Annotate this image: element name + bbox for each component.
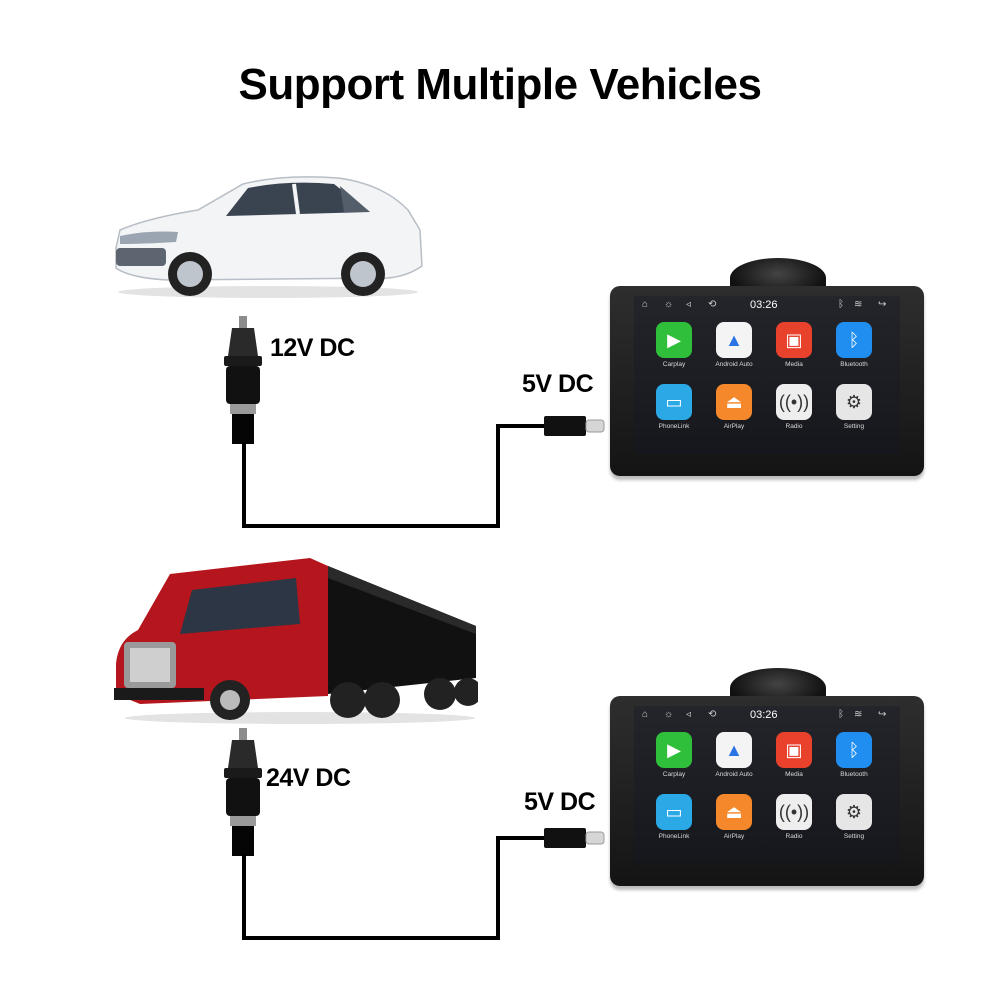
brightness-icon[interactable]: ☼ <box>664 299 674 310</box>
input-voltage-label-24v: 24V DC <box>266 764 351 792</box>
bluetooth-icon: ᛒ <box>836 322 872 358</box>
app-setting[interactable]: ⚙ Setting <box>834 794 874 840</box>
app-label: Android Auto <box>715 771 753 778</box>
app-android-auto[interactable]: ▲ Android Auto <box>714 732 754 778</box>
back-icon[interactable]: ↪ <box>878 299 887 310</box>
wifi-icon: ≋ <box>854 299 863 310</box>
clock: 03:26 <box>750 299 778 311</box>
usb-c-plug <box>544 828 605 848</box>
carplay-icon: ▶ <box>656 732 692 768</box>
phonelink-icon: ▭ <box>656 384 692 420</box>
media-icon: ▣ <box>776 322 812 358</box>
cigarette-plug-24v <box>224 728 262 856</box>
app-label: Android Auto <box>715 361 753 368</box>
status-bar: ⌂ ☼ ◃ ⟲ 03:26 ᛒ ≋ ↪ <box>634 296 900 314</box>
cigarette-plug-12v <box>224 316 262 444</box>
monitor-frame: ⌂ ☼ ◃ ⟲ 03:26 ᛒ ≋ ↪ ▶ Carplay ▲ Android … <box>610 696 924 886</box>
app-label: AirPlay <box>723 423 745 430</box>
truck-image <box>114 558 478 724</box>
app-label: Carplay <box>662 771 686 778</box>
home-icon[interactable]: ⌂ <box>642 299 649 310</box>
input-voltage-label-12v: 12V DC <box>270 334 355 362</box>
volume-icon[interactable]: ◃ <box>686 299 692 310</box>
app-label: Media <box>785 361 803 368</box>
cable-segment <box>242 854 246 940</box>
cable-segment <box>496 424 500 528</box>
app-label: Radio <box>785 833 803 840</box>
app-radio[interactable]: ((•)) Radio <box>774 794 814 840</box>
clock: 03:26 <box>750 709 778 721</box>
app-media[interactable]: ▣ Media <box>774 322 814 368</box>
cable-segment <box>242 936 500 940</box>
bluetooth-status-icon: ᛒ <box>838 709 844 720</box>
app-bluetooth[interactable]: ᛒ Bluetooth <box>834 732 874 778</box>
app-label: AirPlay <box>723 833 745 840</box>
carplay-monitor-2: ⌂ ☼ ◃ ⟲ 03:26 ᛒ ≋ ↪ ▶ Carplay ▲ Android … <box>610 668 924 886</box>
bluetooth-status-icon: ᛒ <box>838 299 844 310</box>
app-airplay[interactable]: ⏏ AirPlay <box>714 794 754 840</box>
app-radio[interactable]: ((•)) Radio <box>774 384 814 430</box>
android-auto-icon: ▲ <box>716 322 752 358</box>
app-label: Setting <box>843 833 865 840</box>
brightness-icon[interactable]: ☼ <box>664 709 674 720</box>
car-image <box>115 176 423 298</box>
cable-segment <box>242 524 500 528</box>
volume-icon[interactable]: ◃ <box>686 709 692 720</box>
app-label: Setting <box>843 423 865 430</box>
app-android-auto[interactable]: ▲ Android Auto <box>714 322 754 368</box>
monitor-screen: ⌂ ☼ ◃ ⟲ 03:26 ᛒ ≋ ↪ ▶ Carplay ▲ Android … <box>634 296 900 454</box>
carplay-icon: ▶ <box>656 322 692 358</box>
cable-segment <box>242 442 246 528</box>
app-airplay[interactable]: ⏏ AirPlay <box>714 384 754 430</box>
app-label: Media <box>785 771 803 778</box>
cable-segment <box>496 836 546 840</box>
app-label: Bluetooth <box>840 361 868 368</box>
back-icon[interactable]: ↪ <box>878 709 887 720</box>
cable-segment <box>496 424 546 428</box>
mirror-icon[interactable]: ⟲ <box>708 299 717 310</box>
setting-icon: ⚙ <box>836 794 872 830</box>
phonelink-icon: ▭ <box>656 794 692 830</box>
output-voltage-label-2: 5V DC <box>524 788 596 816</box>
app-setting[interactable]: ⚙ Setting <box>834 384 874 430</box>
app-label: PhoneLink <box>658 833 690 840</box>
radio-icon: ((•)) <box>776 384 812 420</box>
status-bar: ⌂ ☼ ◃ ⟲ 03:26 ᛒ ≋ ↪ <box>634 706 900 724</box>
app-carplay[interactable]: ▶ Carplay <box>654 322 694 368</box>
app-label: Radio <box>785 423 803 430</box>
app-label: Bluetooth <box>840 771 868 778</box>
monitor-screen: ⌂ ☼ ◃ ⟲ 03:26 ᛒ ≋ ↪ ▶ Carplay ▲ Android … <box>634 706 900 864</box>
monitor-frame: ⌂ ☼ ◃ ⟲ 03:26 ᛒ ≋ ↪ ▶ Carplay ▲ Android … <box>610 286 924 476</box>
mirror-icon[interactable]: ⟲ <box>708 709 717 720</box>
app-media[interactable]: ▣ Media <box>774 732 814 778</box>
home-icon[interactable]: ⌂ <box>642 709 649 720</box>
app-phonelink[interactable]: ▭ PhoneLink <box>654 384 694 430</box>
carplay-monitor-1: ⌂ ☼ ◃ ⟲ 03:26 ᛒ ≋ ↪ ▶ Carplay ▲ Android … <box>610 258 924 476</box>
radio-icon: ((•)) <box>776 794 812 830</box>
media-icon: ▣ <box>776 732 812 768</box>
wifi-icon: ≋ <box>854 709 863 720</box>
app-label: PhoneLink <box>658 423 690 430</box>
setting-icon: ⚙ <box>836 384 872 420</box>
output-voltage-label-1: 5V DC <box>522 370 594 398</box>
bluetooth-icon: ᛒ <box>836 732 872 768</box>
airplay-icon: ⏏ <box>716 384 752 420</box>
app-label: Carplay <box>662 361 686 368</box>
airplay-icon: ⏏ <box>716 794 752 830</box>
cable-segment <box>496 836 500 940</box>
app-phonelink[interactable]: ▭ PhoneLink <box>654 794 694 840</box>
page-title: Support Multiple Vehicles <box>238 60 762 109</box>
android-auto-icon: ▲ <box>716 732 752 768</box>
usb-c-plug <box>544 416 605 436</box>
app-bluetooth[interactable]: ᛒ Bluetooth <box>834 322 874 368</box>
app-carplay[interactable]: ▶ Carplay <box>654 732 694 778</box>
